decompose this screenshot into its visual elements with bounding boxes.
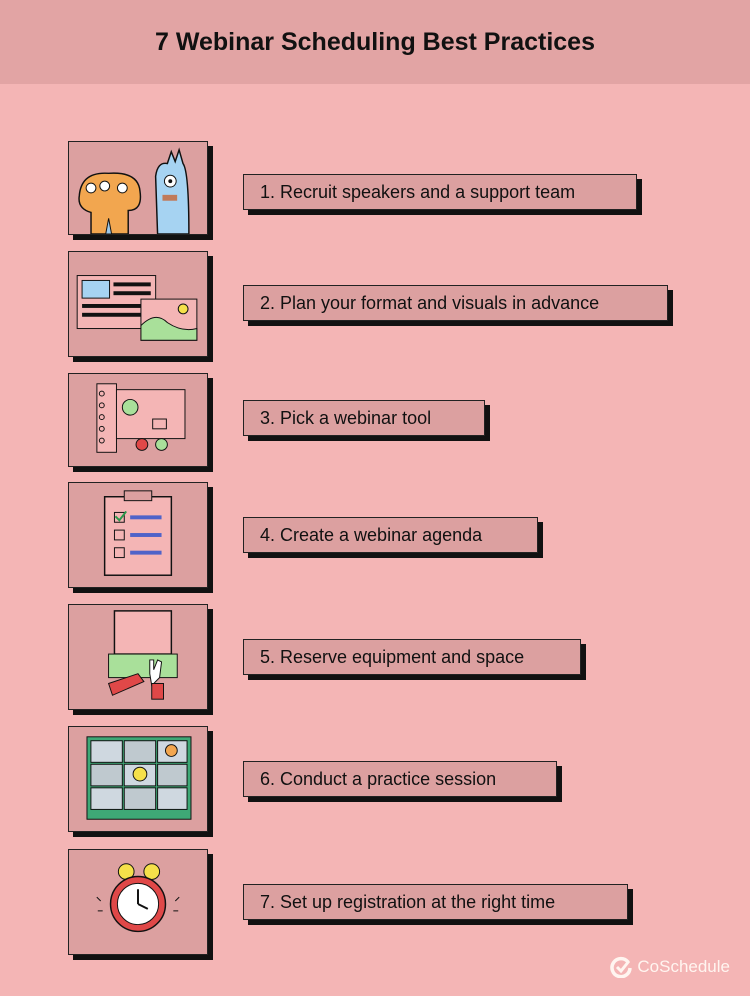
clipboard-checklist-icon — [68, 482, 208, 588]
step-6-label: 6. Conduct a practice session — [243, 761, 557, 797]
page-title: 7 Webinar Scheduling Best Practices — [155, 27, 595, 56]
coschedule-check-icon — [610, 956, 633, 978]
slides-layout-icon — [68, 251, 208, 357]
brand-name: CoSchedule — [637, 957, 730, 976]
step-3-label: 3. Pick a webinar tool — [243, 400, 485, 436]
webinar-tool-window-icon — [68, 373, 208, 467]
header: 7 Webinar Scheduling Best Practices — [0, 0, 750, 84]
coschedule-logo: CoSchedule — [610, 956, 730, 978]
speakers-characters-icon — [68, 141, 208, 235]
laptop-typing-icon — [68, 604, 208, 710]
alarm-clock-icon — [68, 849, 208, 955]
step-5-label: 5. Reserve equipment and space — [243, 639, 581, 675]
step-2-label: 2. Plan your format and visuals in advan… — [243, 285, 668, 321]
step-4-label: 4. Create a webinar agenda — [243, 517, 538, 553]
step-1-label: 1. Recruit speakers and a support team — [243, 174, 637, 210]
step-7-label: 7. Set up registration at the right time — [243, 884, 628, 920]
video-call-grid-icon — [68, 726, 208, 832]
